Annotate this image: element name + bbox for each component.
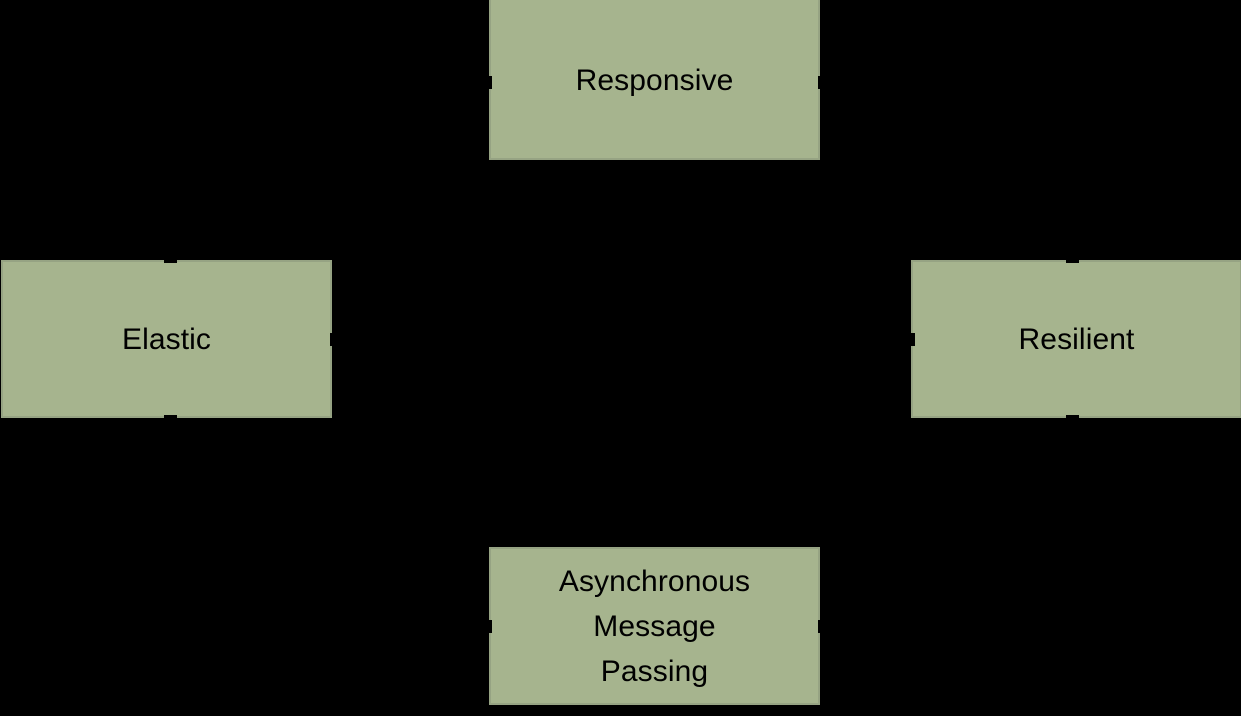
arrowhead-resilient-left <box>910 333 915 346</box>
node-resilient[interactable]: Resilient <box>911 260 1241 418</box>
arrowhead-elastic-top <box>164 258 177 263</box>
connector-resilient-to-responsive <box>819 80 1073 262</box>
arrowhead-amp-right <box>818 620 823 633</box>
node-elastic-label: Elastic <box>121 322 212 356</box>
node-responsive-label: Responsive <box>575 63 734 97</box>
arrowhead-responsive-right <box>818 76 823 89</box>
connector-elastic-to-responsive <box>169 80 490 262</box>
node-asynchronous-message-passing-label: Asynchronous Message Passing <box>558 564 751 688</box>
node-resilient-label: Resilient <box>1018 322 1135 356</box>
arrowhead-responsive-left <box>487 76 492 89</box>
arrowhead-resilient-bottom <box>1066 415 1079 420</box>
arrowhead-elastic-right <box>330 333 335 346</box>
node-elastic[interactable]: Elastic <box>1 260 332 418</box>
connector-amp-to-elastic <box>169 416 490 628</box>
connector-amp-to-resilient <box>819 416 1073 628</box>
node-asynchronous-message-passing[interactable]: Asynchronous Message Passing <box>489 547 820 705</box>
arrowhead-amp-left <box>487 620 492 633</box>
node-responsive[interactable]: Responsive <box>489 0 820 160</box>
arrowhead-resilient-top <box>1066 258 1079 263</box>
arrowhead-elastic-bottom <box>164 415 177 420</box>
